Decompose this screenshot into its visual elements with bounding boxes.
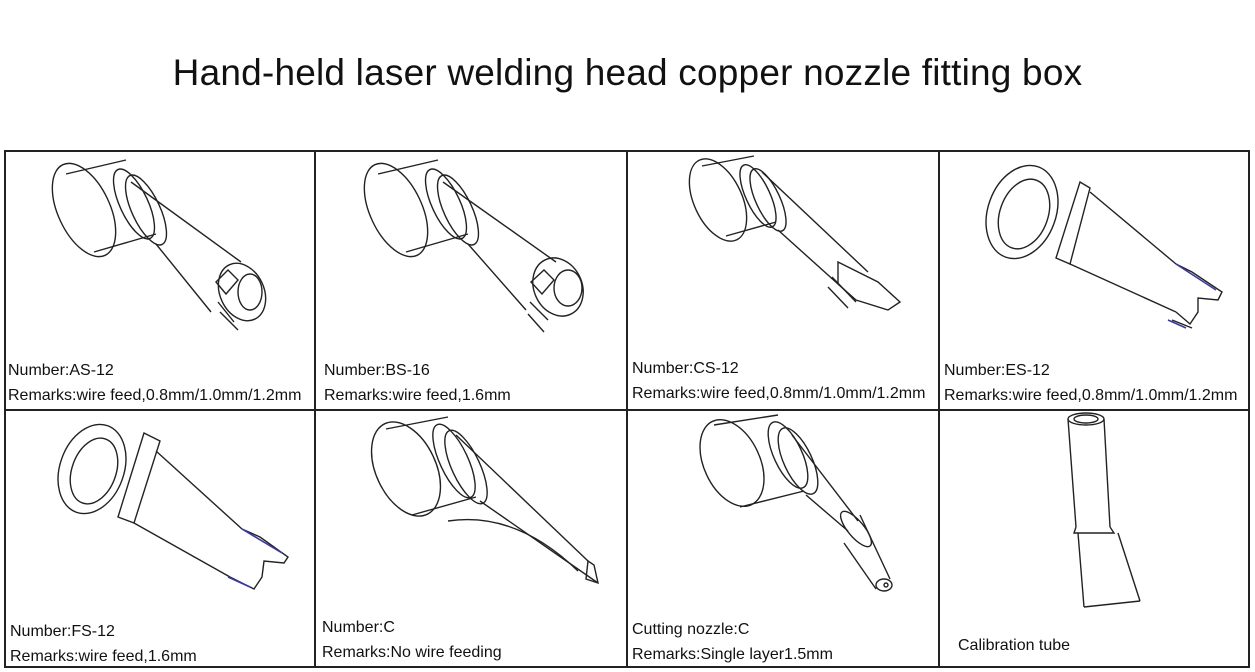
nozzle-cell-fs12: Number:FS-12 Remarks:wire feed,1.6mm [6,411,314,668]
cell-cs12-number: Number:CS-12 [632,360,739,377]
nozzle-cell-bs16: Number:BS-16 Remarks:wire feed,1.6mm [316,152,626,409]
cell-c-remarks: Remarks:No wire feeding [322,644,502,661]
nozzle-cell-c: Number:C Remarks:No wire feeding [316,411,626,668]
nozzle-c-drawing [370,416,599,585]
page-title: Hand-held laser welding head copper nozz… [172,52,1083,93]
cell-fs12-number: Number:FS-12 [10,623,115,640]
cell-cutting-number: Cutting nozzle:C [632,621,750,638]
cell-es12-number: Number:ES-12 [944,362,1050,379]
cell-fs12-remarks: Remarks:wire feed,1.6mm [10,648,197,665]
nozzle-cell-es12: Number:ES-12 Remarks:wire feed,0.8mm/1.0… [940,152,1250,409]
cell-cs12-remarks: Remarks:wire feed,0.8mm/1.0mm/1.2mm [632,385,926,402]
cell-as12-remarks: Remarks:wire feed,0.8mm/1.0mm/1.2mm [8,387,302,404]
nozzle-cell-cutting-c: Cutting nozzle:C Remarks:Single layer1.5… [628,411,938,668]
cell-es12-remarks: Remarks:wire feed,0.8mm/1.0mm/1.2mm [944,387,1238,404]
nozzle-cell-cs12: Number:CS-12 Remarks:wire feed,0.8mm/1.0… [628,152,938,409]
nozzle-fs12-drawing [57,423,289,590]
nozzle-table: Number:AS-12 Remarks:wire feed,0.8mm/1.0… [4,150,1250,668]
nozzle-es12-drawing [985,164,1223,329]
cell-bs16-number: Number:BS-16 [324,362,430,379]
nozzle-cell-calibration-tube: Calibration tube [940,411,1250,668]
calibration-tube-drawing [1067,412,1141,608]
cutting-nozzle-drawing [699,414,893,592]
nozzle-cs12-drawing [688,155,902,311]
cell-c-number: Number:C [322,619,395,636]
nozzle-cell-as12: Number:AS-12 Remarks:wire feed,0.8mm/1.0… [6,152,314,409]
cell-bs16-remarks: Remarks:wire feed,1.6mm [324,387,511,404]
nozzle-bs16-drawing [363,159,584,333]
cell-cutting-remarks: Remarks:Single layer1.5mm [632,646,833,663]
cell-calibration-label: Calibration tube [958,637,1071,654]
cell-as12-number: Number:AS-12 [8,362,114,379]
nozzle-as12-drawing [51,159,267,331]
